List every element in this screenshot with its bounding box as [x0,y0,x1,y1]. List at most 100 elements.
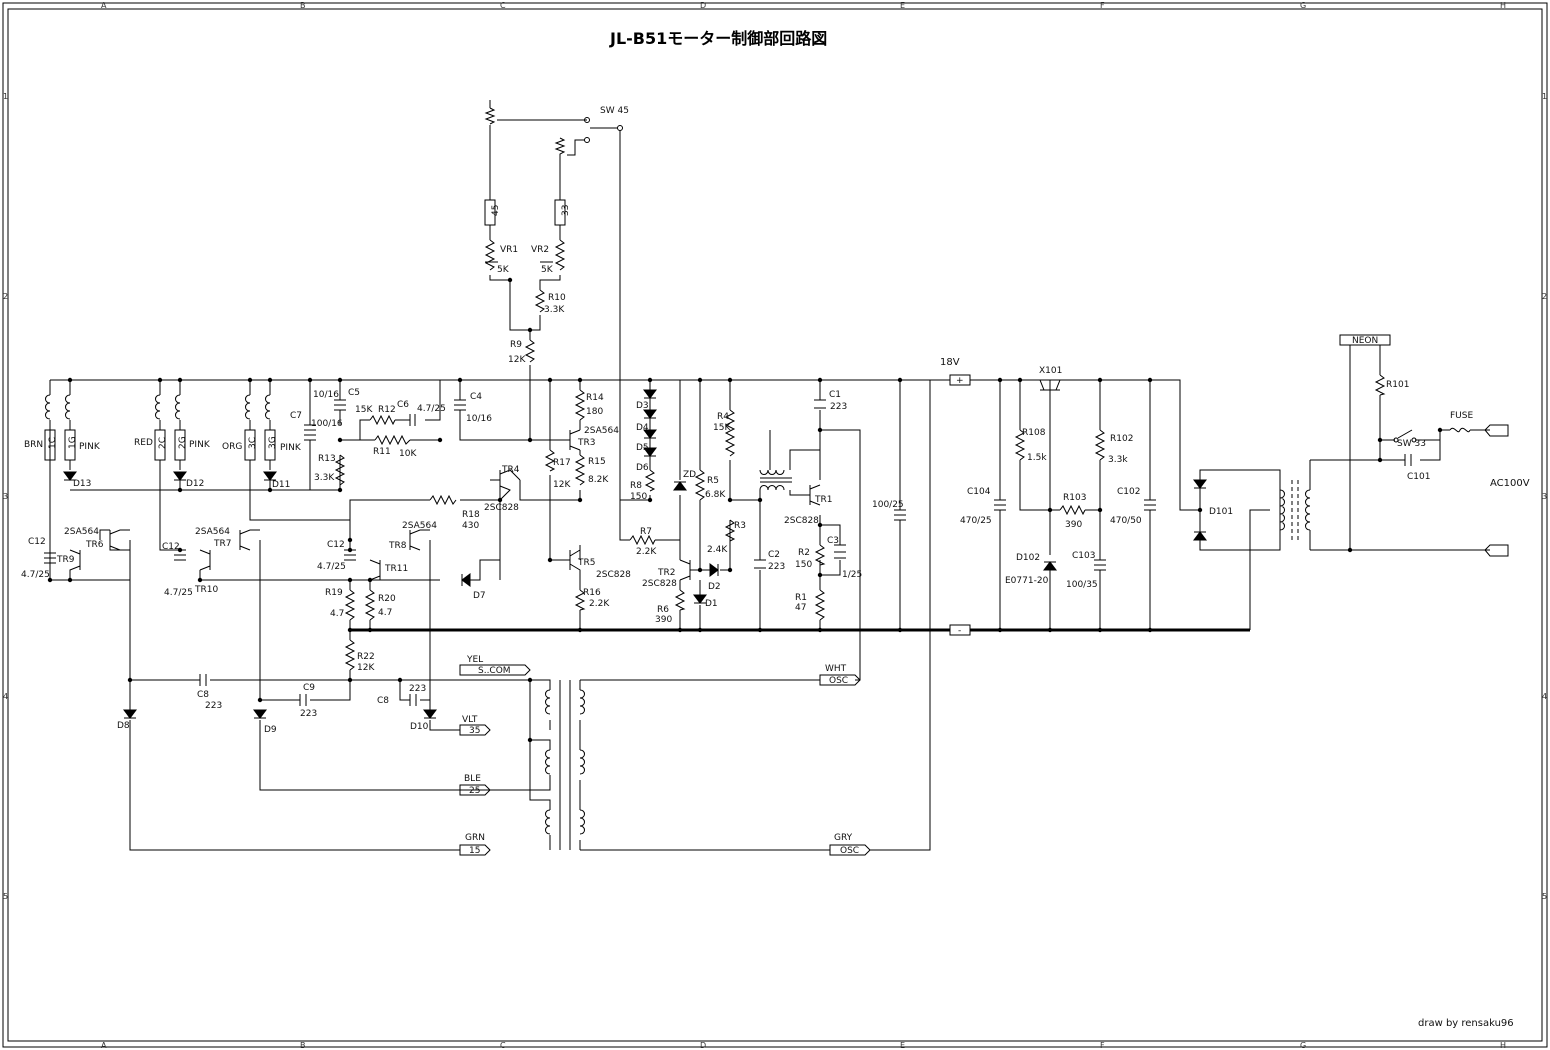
label-1g: 1G [68,436,78,449]
label-r3-val: 2.4K [707,545,728,555]
label-r22: R22 [357,652,375,662]
label-ac100v: AC100V [1490,478,1530,489]
label-c103: C103 [1072,551,1095,561]
label-c8b-val: 223 [409,684,426,694]
label-yel: YEL [466,655,483,665]
label-c5-val: 10/16 [313,390,339,400]
label-tr4: TR4 [501,465,520,475]
transistor-tr2 [679,559,700,581]
diode-d11 [263,471,277,481]
diode-d3 [643,389,657,410]
fuse-symbol [1449,427,1471,433]
label-r108: R108 [1022,428,1046,438]
label-c1-val: 223 [830,402,847,412]
label-sw33: SW 33 [1397,439,1426,449]
label-vr2: VR2 [531,245,549,255]
label-r13-val: 3.3K [314,473,335,483]
label-c12a-val: 4.7/25 [21,570,50,580]
capacitor-c103 [1094,559,1106,571]
resistor-r2 [814,544,826,566]
label-r16: R16 [583,588,601,598]
label-c103-val: 100/35 [1066,580,1098,590]
resistor-r17 [544,449,556,472]
resistor-r19 [344,589,356,621]
label-c12a: C12 [28,537,46,547]
label-r5-val: 6.8K [705,490,726,500]
capacitor-c8a [199,674,207,686]
label-wht: WHT [825,664,847,674]
col-h-top: H [1500,1,1506,10]
capacitor-c8b [409,694,417,706]
label-d12: D12 [186,479,204,489]
label-brn: BRN [24,440,43,450]
label-tr6: TR6 [85,540,104,550]
row-4-left: 4 [3,692,8,701]
label-c1: C1 [829,390,841,400]
flag-25 [459,784,491,796]
solenoid-coil-3c [245,394,251,420]
label-tr10: TR10 [194,585,218,595]
label-r108-val: 1.5k [1027,453,1047,463]
label-d9: D9 [264,725,277,735]
label-r10-val: 3.3K [544,305,565,315]
col-f-top: F [1100,1,1105,10]
label-r17: R17 [553,458,571,468]
col-d-top: D [700,1,706,10]
flag-osc-gry [829,844,871,856]
transistor-tr1 [805,484,821,506]
label-tr3-type: 2SA564 [584,426,619,436]
sw33-resistor-box [554,199,566,226]
label-c9-val: 223 [300,709,317,719]
label-x101: X101 [1039,366,1062,376]
schematic-title: JL-B51モーター制御部回路図 [609,29,827,48]
label-1c: 1C [48,437,58,449]
power-transformer-primary [1305,460,1311,550]
power-transformer-secondary [1279,489,1285,531]
label-r17-val: 12K [553,480,571,490]
transistor-tr7 [239,529,260,551]
sw45-resistor-box [484,199,496,226]
label-r1: R1 [795,593,807,603]
label-d6: D6 [636,463,649,473]
label-tr11: TR11 [384,564,408,574]
label-25: 25 [469,786,480,796]
solenoid-coil-1c [45,394,51,420]
diode-d2 [709,563,719,577]
label-c3-val: 1/25 [842,570,862,580]
row-2-right: 2 [1542,292,1547,301]
label-d4: D4 [636,423,649,433]
label-r2-val: 150 [795,560,812,570]
label-d101: D101 [1209,507,1233,517]
label-pink-1: PINK [79,442,101,452]
label-tr8-type: 2SA564 [402,521,437,531]
label-c2: C2 [768,550,780,560]
resistor-r103 [1059,504,1086,516]
diode-d6 [643,447,657,457]
label-100-25: 100/25 [872,500,904,510]
bridge-diode-d101b [1193,531,1207,541]
label-c6: C6 [397,400,409,410]
row-4-right: 4 [1542,692,1547,701]
zener-diode-zd [673,481,687,491]
col-g-top: G [1300,1,1306,10]
label-r4: R4 [717,412,729,422]
col-a-top: A [101,1,107,10]
label-c104: C104 [967,487,991,497]
resistor-r108 [1014,429,1026,461]
label-scom: S..COM [478,666,511,676]
row-1-left: 1 [3,92,8,101]
resistor-r8 [644,469,656,492]
label-tr2: TR2 [657,568,675,578]
label-c4: C4 [470,392,482,402]
label-tr1: TR1 [814,495,832,505]
label-minus-terminal: - [958,626,961,636]
label-r20-val: 4.7 [378,608,392,618]
label-c102: C102 [1117,487,1140,497]
label-c3: C3 [827,536,839,546]
inner-frame [7,8,1543,1042]
col-c-top: C [500,1,506,10]
motor-transformer-primary [545,689,551,835]
label-sw45: SW 45 [600,106,629,116]
label-c12b: C12 [162,542,180,552]
flag-scom [459,664,531,676]
